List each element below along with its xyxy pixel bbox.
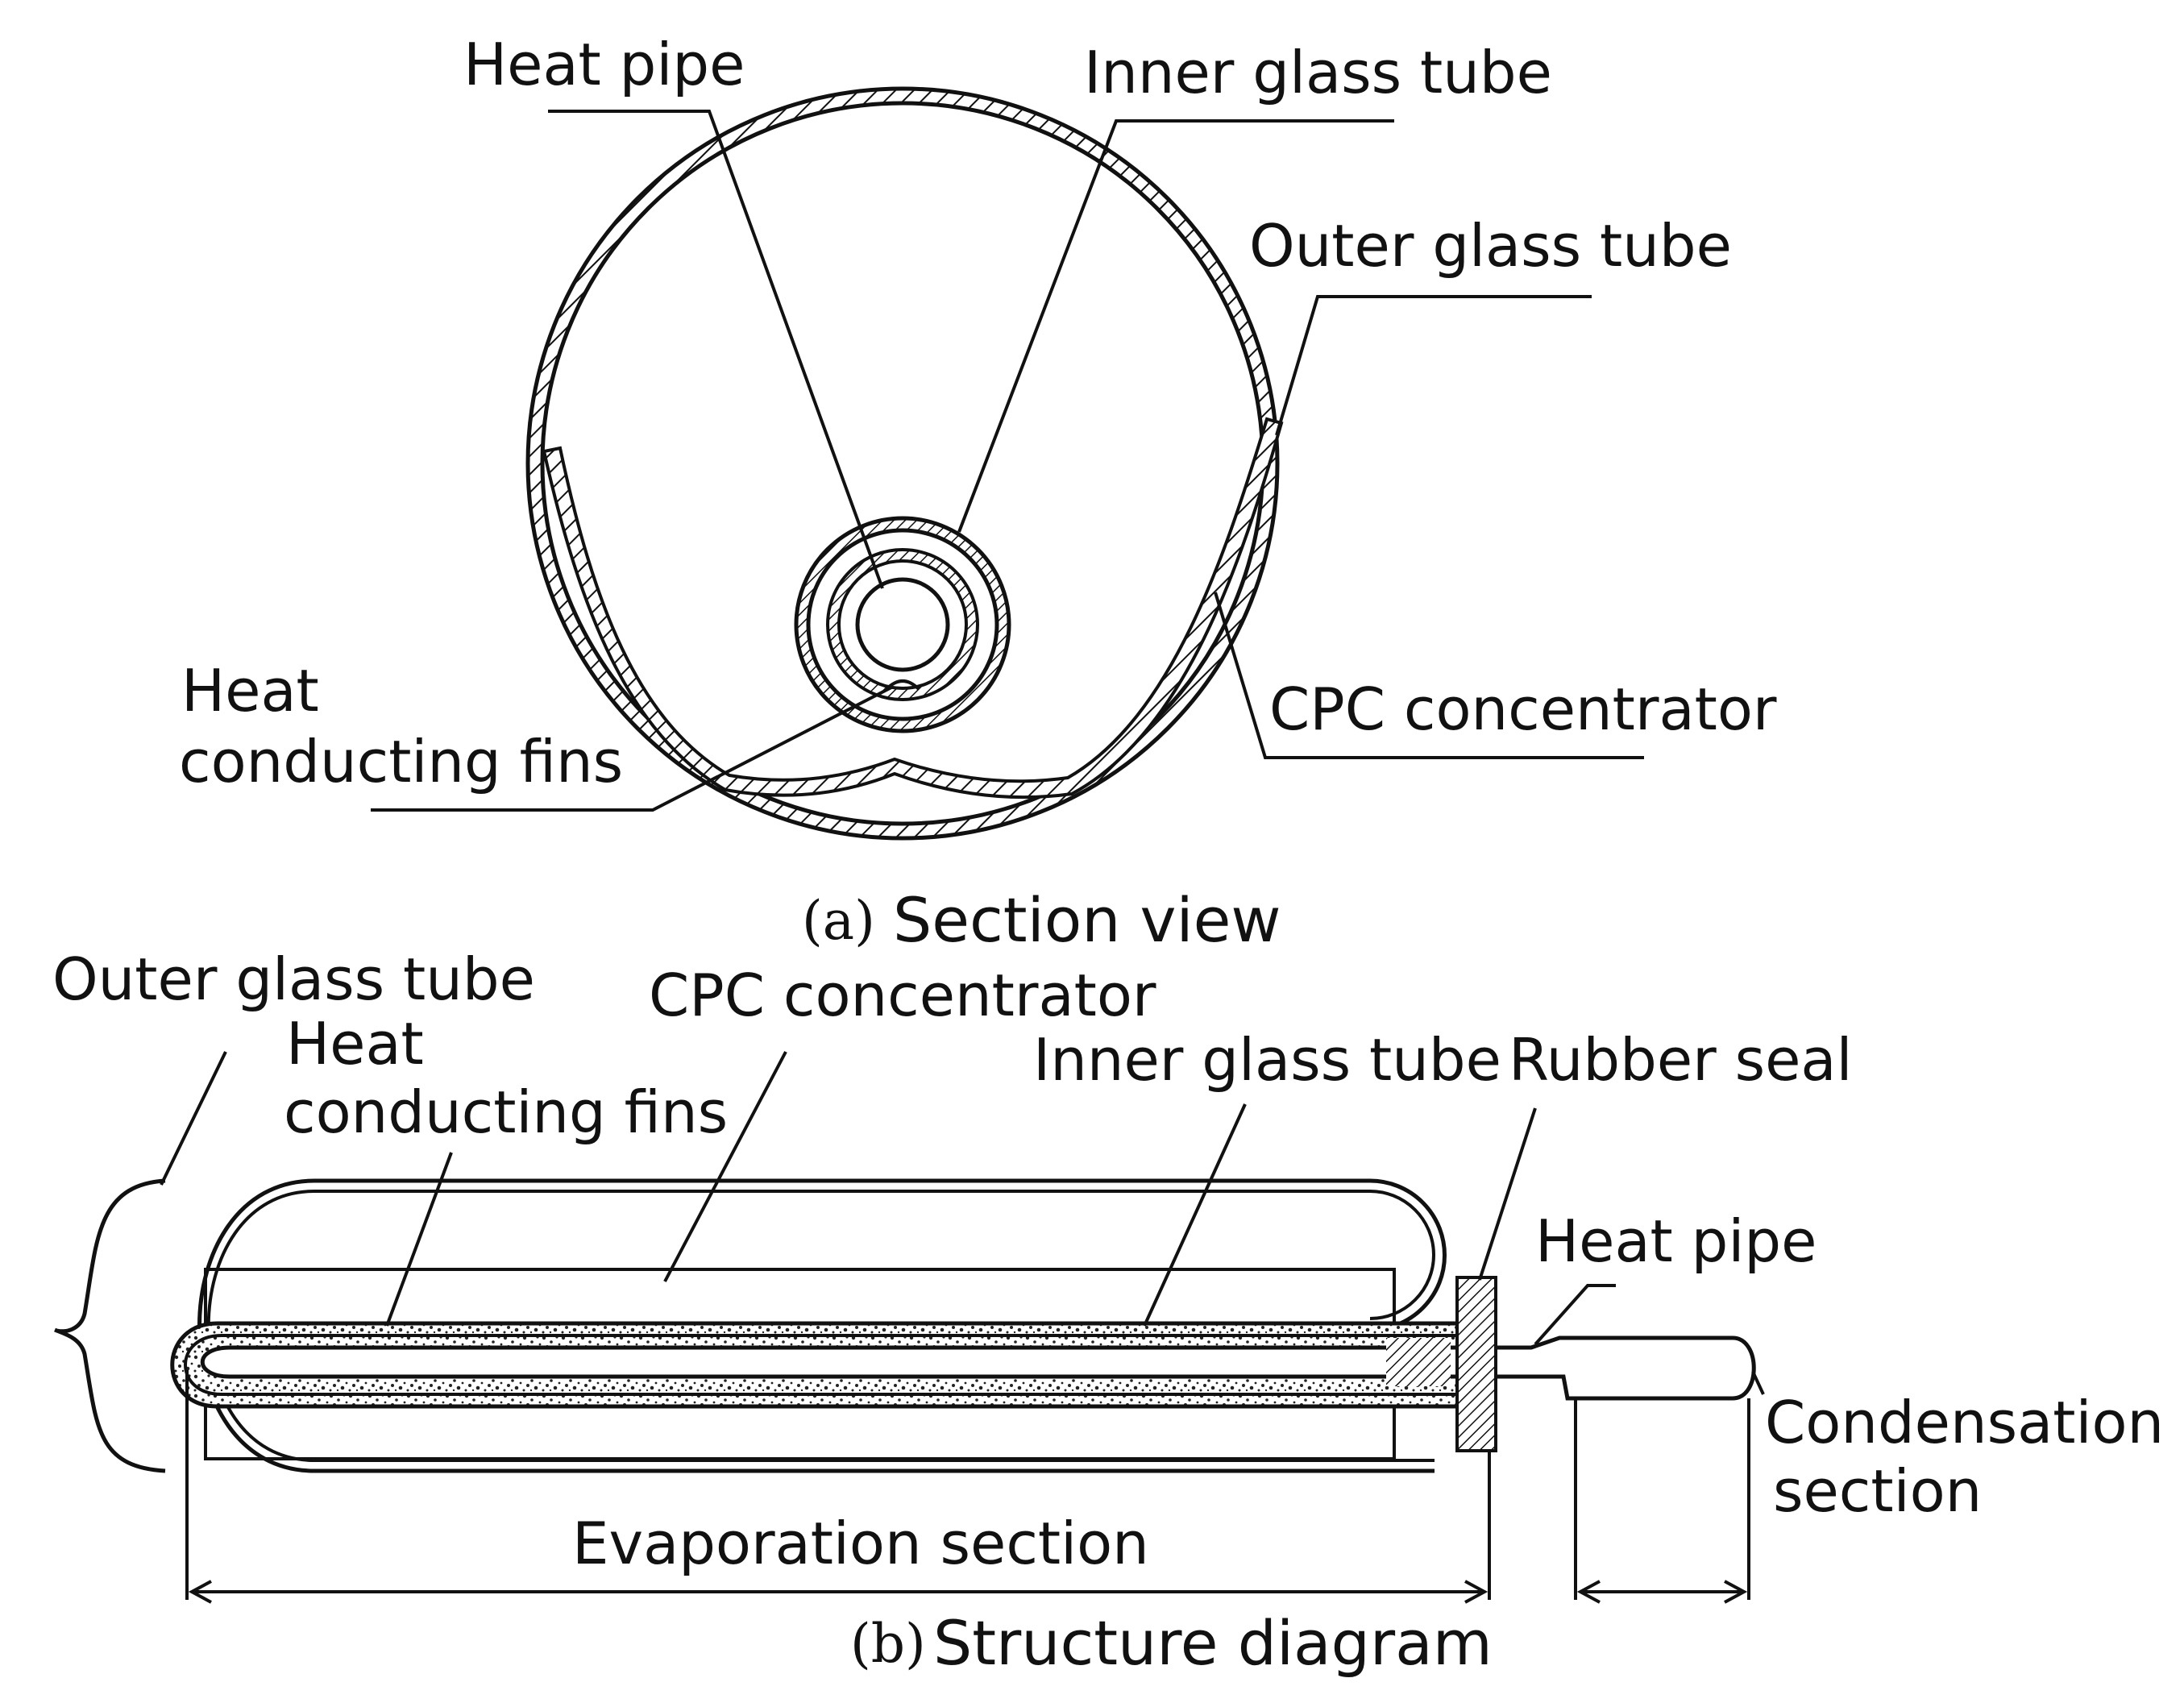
caption-text-a: Section view xyxy=(893,884,1281,956)
leader-inner-glass-tube xyxy=(957,119,1394,533)
label-cpc-a: CPC concentrator xyxy=(1269,675,1777,743)
leader-outer-glass-tube-b xyxy=(160,1051,227,1186)
leader-cpc xyxy=(1214,592,1644,759)
leader-cpc-b xyxy=(663,1051,787,1282)
heat-pipe-circle xyxy=(855,577,950,672)
label-condensation-line1: Condensation xyxy=(1765,1389,2164,1456)
label-fins-line1-a: Heat xyxy=(181,657,319,725)
label-cpc-b: CPC concentrator xyxy=(649,962,1156,1029)
inner-glass-tube-wall xyxy=(184,1334,1459,1396)
condensation-dimension xyxy=(1574,1398,1750,1604)
label-outer-glass-tube-b: Outer glass tube xyxy=(52,945,535,1013)
leader-fins xyxy=(371,685,894,812)
label-heat-pipe-a: Heat pipe xyxy=(463,31,745,98)
evaporation-dimension xyxy=(185,1370,1491,1604)
leader-fins-b xyxy=(385,1152,453,1327)
label-condensation-line2: section xyxy=(1773,1457,1982,1525)
cpc-reflector xyxy=(542,417,1284,800)
heat-pipe-hatched-seal-zone xyxy=(1386,1338,1451,1386)
leader-outer-glass-tube xyxy=(1275,295,1592,436)
label-fins-line2-a: conducting fins xyxy=(179,728,623,795)
leader-rubber-seal xyxy=(1478,1107,1537,1281)
label-inner-glass-tube-a: Inner glass tube xyxy=(1084,39,1552,106)
leader-inner-glass-tube-b xyxy=(1143,1103,1247,1327)
structure-diagram: Outer glass tube Heat conducting fins CP… xyxy=(52,945,2164,1679)
label-inner-glass-tube-b: Inner glass tube xyxy=(1033,1026,1501,1094)
label-outer-glass-tube-a: Outer glass tube xyxy=(1249,212,1732,280)
caption-letter-b: (b) xyxy=(850,1613,926,1675)
label-heat-pipe-b: Heat pipe xyxy=(1535,1207,1817,1275)
leader-heat-pipe xyxy=(548,110,884,589)
label-evaporation: Evaporation section xyxy=(572,1510,1149,1577)
leader-heat-pipe-b xyxy=(1534,1284,1616,1346)
rubber-seal xyxy=(1455,1276,1497,1452)
label-fins-line1-b: Heat xyxy=(286,1010,424,1078)
caption-letter-a: (a) xyxy=(802,890,875,952)
caption-text-b: Structure diagram xyxy=(933,1607,1493,1679)
heat-pipe-body xyxy=(200,1335,1756,1401)
outer-glass-tube-brace xyxy=(54,1178,166,1473)
leader-condensation xyxy=(1751,1371,1765,1395)
section-view: Heat pipe Inner glass tube Outer glass t… xyxy=(179,31,1777,956)
label-fins-line2-b: conducting fins xyxy=(284,1078,728,1146)
label-rubber-seal: Rubber seal xyxy=(1509,1026,1853,1094)
